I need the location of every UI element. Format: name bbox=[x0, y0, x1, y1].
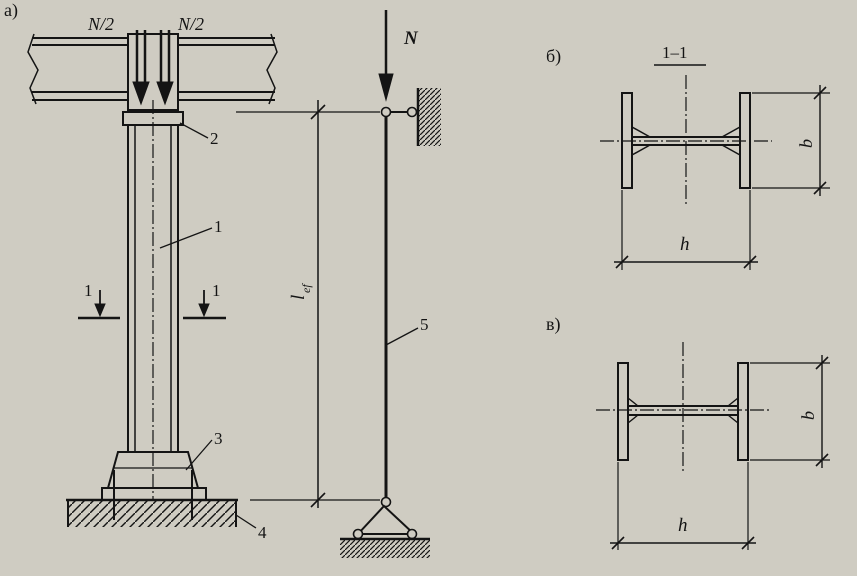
column-shaft bbox=[127, 100, 179, 500]
callout-1-label: 1 bbox=[214, 217, 223, 236]
half-load-arrows bbox=[132, 30, 174, 106]
ground-support bbox=[340, 540, 430, 558]
callout-4-label: 4 bbox=[258, 523, 267, 542]
dim-b-bottom-label: b bbox=[798, 411, 818, 420]
callout-3-label: 3 bbox=[214, 429, 223, 448]
panel-a-label: а) bbox=[4, 0, 18, 21]
dim-h-top-label: h bbox=[680, 234, 690, 255]
callout-leaders bbox=[159, 122, 257, 529]
section-cut-marks bbox=[78, 290, 226, 320]
dim-b-top-label: b bbox=[796, 139, 816, 148]
floor-beams bbox=[27, 33, 278, 111]
callout-5-label: 5 bbox=[420, 315, 429, 334]
effective-length-label: l ef bbox=[288, 283, 313, 300]
svg-text:l: l bbox=[288, 295, 309, 300]
load-total-label: N bbox=[403, 28, 419, 49]
section-title: 1–1 bbox=[662, 43, 688, 62]
dim-h-bottom-label: h bbox=[678, 515, 688, 536]
svg-text:ef: ef bbox=[299, 283, 313, 293]
design-scheme bbox=[236, 10, 430, 541]
load-right-label: N/2 bbox=[177, 14, 204, 34]
panel-v-label: в) bbox=[546, 314, 561, 335]
callout-2-label: 2 bbox=[210, 129, 219, 148]
wall-support bbox=[419, 88, 441, 146]
foundation bbox=[66, 498, 238, 527]
section-mark-left: 1 bbox=[84, 281, 93, 300]
section-b-ibeam bbox=[600, 75, 830, 270]
section-v-ibeam bbox=[596, 342, 830, 550]
column-base bbox=[101, 451, 207, 520]
load-left-label: N/2 bbox=[87, 14, 114, 34]
panel-b-label: б) bbox=[546, 46, 561, 67]
section-mark-right: 1 bbox=[212, 281, 221, 300]
